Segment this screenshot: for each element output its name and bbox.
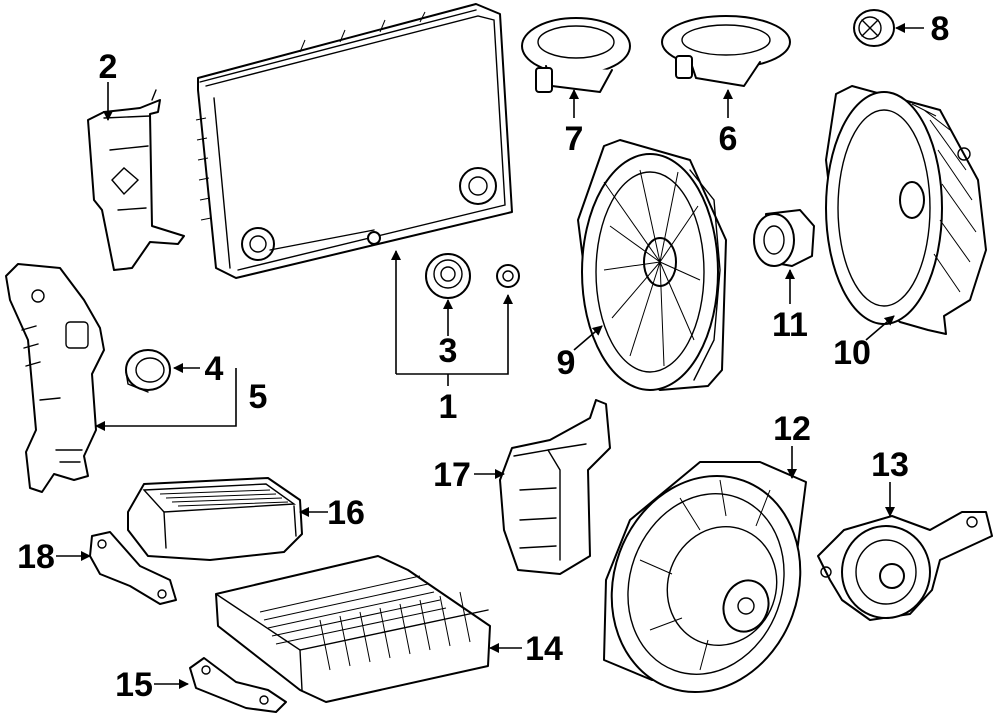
callout-13: 13 <box>871 446 909 484</box>
bracket-18[interactable] <box>89 531 177 605</box>
speaker-10[interactable] <box>825 85 987 335</box>
callout-18: 18 <box>17 538 55 576</box>
speaker-13[interactable] <box>817 511 993 621</box>
knob-4[interactable] <box>125 349 171 393</box>
callout-17: 17 <box>433 456 471 494</box>
callout-1: 1 <box>439 388 458 426</box>
knob-3[interactable] <box>425 253 471 299</box>
callout-4: 4 <box>205 350 224 388</box>
callout-9: 9 <box>557 344 576 382</box>
callout-7: 7 <box>565 120 584 158</box>
callout-3: 3 <box>439 332 458 370</box>
callout-14: 14 <box>525 630 563 668</box>
module-17[interactable] <box>499 399 611 575</box>
module-14[interactable] <box>215 555 491 703</box>
display-unit[interactable] <box>195 3 513 279</box>
callout-10: 10 <box>833 334 871 372</box>
callout-5: 5 <box>249 378 268 416</box>
leader-lines <box>56 23 924 689</box>
callout-2: 2 <box>99 48 118 86</box>
tweeter-7[interactable] <box>521 17 631 93</box>
bracket-15[interactable] <box>189 657 287 713</box>
callout-16: 16 <box>327 494 365 532</box>
module-5[interactable] <box>5 263 105 493</box>
speaker-11[interactable] <box>753 209 815 267</box>
amplifier-16[interactable] <box>127 477 303 561</box>
small-knob-1[interactable] <box>496 264 520 288</box>
connector-8[interactable] <box>853 9 895 47</box>
callout-8: 8 <box>931 10 950 48</box>
callout-11: 11 <box>772 306 808 344</box>
callout-labels: 1 2 3 4 5 6 7 8 9 10 11 12 13 14 15 16 1… <box>17 10 949 704</box>
bracket-2[interactable] <box>87 89 185 271</box>
callout-6: 6 <box>719 120 738 158</box>
speaker-9[interactable] <box>577 139 727 391</box>
tweeter-6[interactable] <box>661 15 791 87</box>
woofer-12[interactable] <box>582 449 830 716</box>
callout-12: 12 <box>773 410 811 448</box>
callout-15: 15 <box>115 666 153 704</box>
